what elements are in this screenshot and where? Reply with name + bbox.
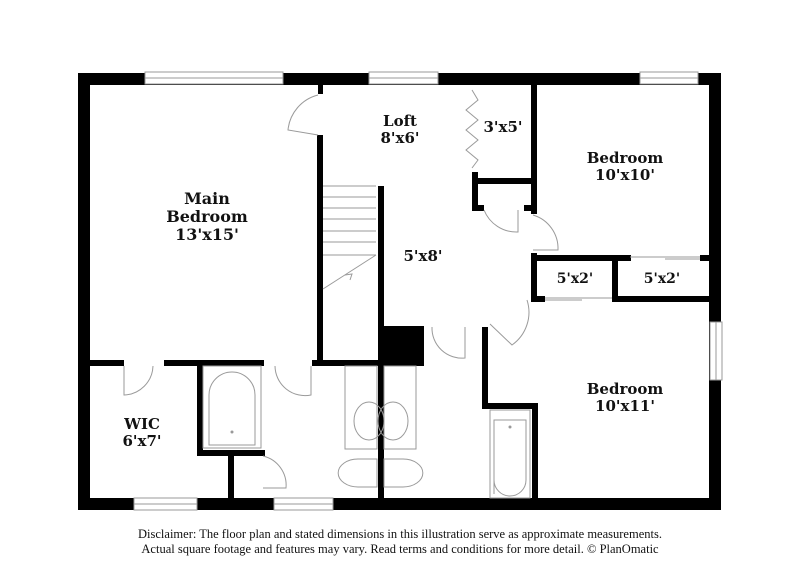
room-label-wic: WIC 6'x7' [112, 416, 172, 450]
main-bedroom-name-line1: Main [184, 189, 230, 208]
wic-name: WIC [124, 415, 160, 433]
staircase [322, 185, 377, 290]
bedroom-bottom-size: 10'x11' [595, 396, 655, 415]
loft-size: 8'x6' [380, 128, 420, 147]
room-label-bedroom-bottom: Bedroom 10'x11' [570, 381, 680, 415]
main-bedroom-size: 13'x15' [175, 224, 239, 244]
bath-fixtures [202, 365, 531, 499]
interior-walls [88, 84, 712, 510]
room-label-hall: 5'x8' [393, 248, 453, 265]
bedroom-top-size: 10'x10' [595, 165, 655, 184]
closet-5x2-right-size: 5'x2' [643, 271, 681, 287]
room-label-main-bedroom: Main Bedroom 13'x15' [152, 190, 262, 244]
windows [133, 71, 723, 511]
wic-size: 6'x7' [122, 431, 162, 450]
hall-size: 5'x8' [403, 247, 443, 265]
disclaimer: Disclaimer: The floor plan and stated di… [0, 527, 800, 557]
room-label-closet-5x2-left: 5'x2' [545, 271, 605, 288]
bedroom-top-name: Bedroom [586, 149, 664, 167]
main-bedroom-name-line2: Bedroom [166, 206, 248, 226]
room-label-bedroom-top: Bedroom 10'x10' [570, 150, 680, 184]
doors [123, 89, 700, 489]
disclaimer-line1: Disclaimer: The floor plan and stated di… [138, 527, 662, 541]
disclaimer-line2: Actual square footage and features may v… [141, 542, 659, 556]
room-label-loft: Loft 8'x6' [365, 113, 435, 147]
loft-name: Loft [383, 112, 417, 130]
room-label-closet-5x2-right: 5'x2' [632, 271, 692, 288]
room-label-closet-3x5: 3'x5' [478, 119, 528, 136]
bedroom-bottom-name: Bedroom [586, 380, 664, 398]
closet-5x2-left-size: 5'x2' [556, 271, 594, 287]
closet-3x5-size: 3'x5' [483, 118, 523, 136]
